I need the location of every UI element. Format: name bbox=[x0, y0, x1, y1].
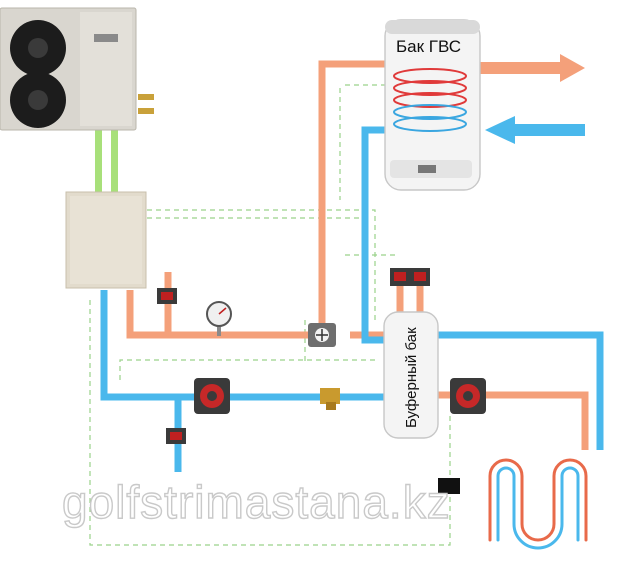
strainer-icon bbox=[320, 388, 340, 410]
signal-wiring bbox=[89, 84, 451, 546]
indoor-hydro-module bbox=[65, 191, 147, 289]
ball-valve-icon bbox=[157, 288, 177, 304]
ball-valve-icon bbox=[410, 268, 430, 286]
buffer-tank bbox=[383, 311, 439, 439]
controller-icon bbox=[438, 478, 460, 494]
pressure-gauge-icon bbox=[206, 301, 232, 336]
cold-water-in-arrow-icon bbox=[485, 116, 585, 144]
buffer-tank-label: Буферный бак bbox=[403, 327, 420, 428]
hot-water-out-arrow-icon bbox=[480, 54, 585, 82]
three-way-valve-icon bbox=[308, 323, 336, 347]
circulation-pump-icon bbox=[450, 378, 486, 414]
ball-valve-icon bbox=[390, 268, 410, 286]
watermark: golfstrimastana.kz bbox=[62, 476, 451, 528]
circulation-pump-icon bbox=[194, 378, 230, 414]
control-wires bbox=[95, 130, 118, 192]
dhw-tank-label: Бак ГВС bbox=[396, 37, 461, 56]
outdoor-heat-pump-unit bbox=[0, 7, 154, 131]
underfloor-heating-loop-icon bbox=[488, 458, 588, 550]
dhw-tank bbox=[384, 19, 481, 191]
ball-valve-icon bbox=[166, 428, 186, 444]
cold-pipes bbox=[100, 126, 604, 472]
